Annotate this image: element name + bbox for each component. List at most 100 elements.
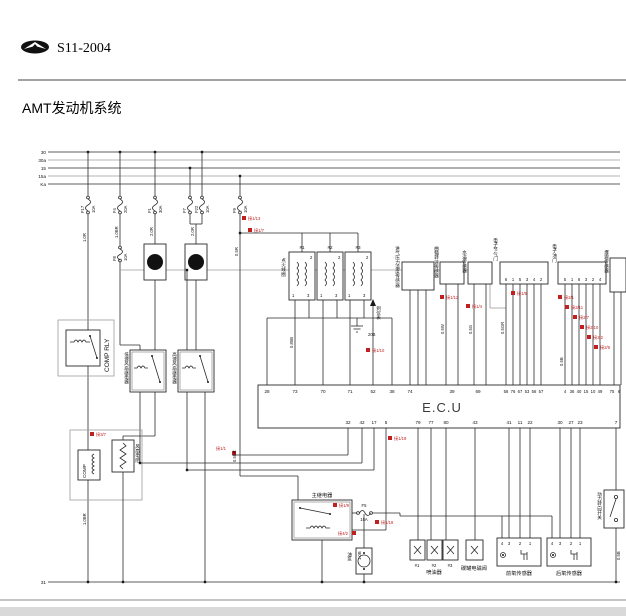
page-title: AMT发动机系统 bbox=[22, 100, 122, 116]
svg-text:5: 5 bbox=[564, 277, 567, 282]
svg-text:4: 4 bbox=[533, 277, 536, 282]
svg-text:2: 2 bbox=[519, 541, 522, 546]
ignition-coil-group-label: 点火线圈 bbox=[281, 258, 287, 278]
model-code: S11-2004 bbox=[57, 41, 111, 56]
svg-text:1: 1 bbox=[512, 277, 515, 282]
svg-text:69: 69 bbox=[475, 389, 481, 394]
svg-text:23: 23 bbox=[577, 420, 583, 425]
svg-text:F17: F17 bbox=[80, 205, 85, 213]
svg-text:57: 57 bbox=[539, 389, 544, 394]
svg-text:67: 67 bbox=[518, 389, 523, 394]
fan-resistor-label: 风扇电阻 bbox=[135, 444, 141, 464]
coolant-sensor: 水温传感器 bbox=[462, 249, 493, 385]
bus-label-30: 30 bbox=[41, 150, 47, 155]
page-footer bbox=[0, 599, 626, 616]
fuse-f8: F8 10A bbox=[112, 245, 128, 263]
o2-sensor-rear: 4 3 2 1 后氧传感器 bbox=[546, 516, 592, 577]
svg-text:3: 3 bbox=[585, 277, 588, 282]
fan-relay-wiring bbox=[122, 270, 206, 582]
svg-text:接3/7: 接3/7 bbox=[96, 431, 107, 438]
svg-text:77: 77 bbox=[428, 420, 434, 425]
svg-text:接2/7: 接2/7 bbox=[579, 314, 590, 321]
comp-relay: COMP RLY bbox=[57, 319, 115, 377]
svg-text:4: 4 bbox=[564, 389, 567, 394]
svg-text:10A: 10A bbox=[91, 205, 96, 213]
svg-text:36: 36 bbox=[570, 389, 575, 394]
comp-relay-label: COMP RLY bbox=[104, 338, 111, 372]
svg-text:5: 5 bbox=[385, 420, 388, 425]
map-sensor: 进气压力温度传感器 bbox=[395, 245, 435, 385]
fuel-pump: 油泵 bbox=[347, 547, 373, 582]
ignition-coil-1: #1 2 1 3 bbox=[288, 245, 316, 301]
fuse-f7: F7 bbox=[182, 195, 193, 215]
tachometer-feed: 到仪表 20B bbox=[368, 299, 382, 385]
svg-text:1: 1 bbox=[348, 293, 351, 298]
svg-text:2: 2 bbox=[366, 255, 369, 260]
svg-text:11: 11 bbox=[518, 420, 523, 425]
svg-text:2: 2 bbox=[310, 255, 313, 260]
fuse-f4: F4 20A bbox=[112, 195, 128, 215]
throttle-label: 电子节气门 bbox=[493, 237, 499, 262]
svg-text:1: 1 bbox=[571, 277, 574, 282]
svg-text:43: 43 bbox=[472, 420, 478, 425]
ignition-coil-2: #2 2 1 3 bbox=[316, 245, 344, 301]
svg-text:74: 74 bbox=[407, 389, 413, 394]
connector-tags: 接1/7 接1/12 接1/4 接1/5 接2/1 接2/11 接2/7 接2/… bbox=[90, 215, 611, 537]
svg-text:0.85B: 0.85B bbox=[289, 337, 294, 348]
svg-text:70: 70 bbox=[320, 389, 326, 394]
crank-sensor-label: 曲轴转速传感器 bbox=[434, 245, 440, 280]
svg-text:38: 38 bbox=[389, 389, 395, 394]
svg-text:75: 75 bbox=[610, 389, 615, 394]
svg-text:#3: #3 bbox=[448, 563, 453, 568]
svg-text:4: 4 bbox=[551, 541, 554, 546]
fan-relay-low-label: 低速风扇继电器 bbox=[124, 351, 130, 386]
svg-text:F22: F22 bbox=[194, 205, 199, 213]
svg-text:F9: F9 bbox=[232, 207, 237, 213]
svg-text:M: M bbox=[193, 260, 198, 267]
svg-text:接1/19: 接1/19 bbox=[394, 435, 407, 442]
svg-text:接1/7: 接1/7 bbox=[254, 227, 265, 234]
svg-text:接2/1: 接2/1 bbox=[564, 294, 575, 301]
svg-text:30: 30 bbox=[557, 420, 563, 425]
svg-text:10A: 10A bbox=[123, 253, 128, 261]
svg-text:#3: #3 bbox=[355, 245, 361, 250]
o2-rear-label: 后氧传感器 bbox=[556, 569, 583, 577]
fan-resistor: 风扇电阻 bbox=[111, 439, 141, 582]
svg-text:2: 2 bbox=[540, 277, 543, 282]
svg-text:接1/4: 接1/4 bbox=[472, 303, 483, 310]
svg-text:52: 52 bbox=[370, 389, 376, 394]
svg-text:0.5GR: 0.5GR bbox=[500, 322, 505, 334]
fuse-f5: F5 15A bbox=[356, 503, 373, 522]
svg-text:32: 32 bbox=[345, 420, 351, 425]
svg-text:6: 6 bbox=[578, 277, 581, 282]
ecu-bottom-pin-numbers: 32 42 17 5 79 77 80 43 41 11 22 30 27 23… bbox=[345, 420, 617, 425]
svg-text:接1/5: 接1/5 bbox=[517, 290, 528, 297]
ignition-coil-3: #3 2 1 3 bbox=[344, 245, 372, 301]
svg-text:10A: 10A bbox=[243, 205, 248, 213]
svg-text:3: 3 bbox=[363, 293, 366, 298]
svg-text:0.5R: 0.5R bbox=[234, 247, 239, 256]
svg-text:0.5W: 0.5W bbox=[440, 324, 445, 334]
coil-wiring bbox=[266, 300, 393, 385]
fan-relay-high-label: 高速风扇继电器 bbox=[172, 351, 178, 386]
svg-text:4: 4 bbox=[599, 277, 602, 282]
main-relay-label: 主继电器 bbox=[312, 491, 334, 499]
canister-label: 碳罐电磁阀 bbox=[461, 564, 487, 572]
svg-text:接2/9: 接2/9 bbox=[600, 344, 611, 351]
map-sensor-label: 进气压力温度传感器 bbox=[395, 245, 401, 289]
svg-text:10A: 10A bbox=[205, 205, 210, 213]
svg-text:3: 3 bbox=[508, 541, 511, 546]
ac-compartment: COMP 风扇电阻 bbox=[69, 429, 143, 582]
ignition-coils: 点火线圈 #1 2 1 3 #2 2 1 3 #3 2 1 3 bbox=[266, 245, 393, 385]
page-header: S11-2004 AMT发动机系统 bbox=[18, 40, 626, 116]
injector-group-label: 喷油器 bbox=[426, 568, 442, 576]
bus-label-30a: 30a bbox=[38, 158, 46, 163]
wire-gauge-labels: 1.0R 1.0BR 2.0R 2.0R 0.5R 0.85B 0.5W 0.5… bbox=[82, 226, 621, 560]
svg-text:F7: F7 bbox=[182, 207, 187, 213]
ecu-label: E.C.U bbox=[422, 400, 462, 415]
svg-text:3: 3 bbox=[307, 293, 310, 298]
svg-text:73: 73 bbox=[292, 389, 298, 394]
svg-text:3: 3 bbox=[559, 541, 562, 546]
fan-motor-1: M bbox=[143, 243, 167, 281]
svg-text:F5: F5 bbox=[362, 503, 368, 508]
